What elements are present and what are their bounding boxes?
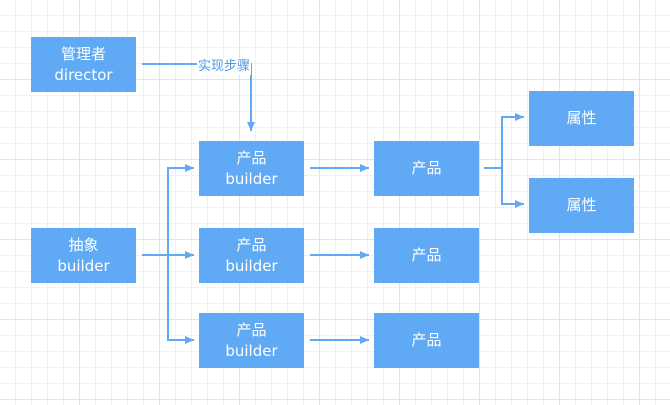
product-builder-1-title: 产品 — [236, 148, 267, 167]
abstract-builder-node-title: 抽象 — [68, 235, 99, 254]
product-builder-node-2[interactable]: 产品 builder — [199, 228, 304, 283]
attribute-node-1[interactable]: 属性 — [529, 91, 634, 146]
director-node-subtitle: director — [54, 65, 113, 84]
product-node-2-label: 产品 — [411, 246, 442, 264]
abstract-to-builder-1-connector — [142, 164, 194, 256]
product-1-to-attribute-1-connector — [484, 113, 524, 169]
product-builder-2-subtitle: builder — [225, 256, 278, 275]
attribute-node-1-label: 属性 — [566, 109, 597, 127]
director-node-title: 管理者 — [60, 44, 106, 63]
abstract-builder-node-subtitle: builder — [57, 256, 110, 275]
product-node-1[interactable]: 产品 — [374, 141, 479, 196]
product-builder-3-title: 产品 — [236, 320, 267, 339]
product-builder-node-3[interactable]: 产品 builder — [199, 313, 304, 368]
product-node-2[interactable]: 产品 — [374, 228, 479, 283]
abstract-to-builder-3-connector — [167, 255, 194, 344]
attribute-node-2[interactable]: 属性 — [529, 178, 634, 233]
attribute-node-2-label: 属性 — [566, 196, 597, 214]
product-builder-node-1[interactable]: 产品 builder — [199, 141, 304, 196]
product-builder-2-title: 产品 — [236, 235, 267, 254]
product-node-3-label: 产品 — [411, 331, 442, 349]
implementation-steps-label: 实现步骤 — [197, 59, 252, 75]
product-builder-1-subtitle: builder — [225, 169, 278, 188]
director-node[interactable]: 管理者 director — [31, 37, 136, 92]
product-1-to-attribute-2-connector — [501, 168, 524, 208]
abstract-builder-node[interactable]: 抽象 builder — [31, 228, 136, 283]
product-builder-3-subtitle: builder — [225, 341, 278, 360]
product-node-1-label: 产品 — [411, 159, 442, 177]
product-node-3[interactable]: 产品 — [374, 313, 479, 368]
